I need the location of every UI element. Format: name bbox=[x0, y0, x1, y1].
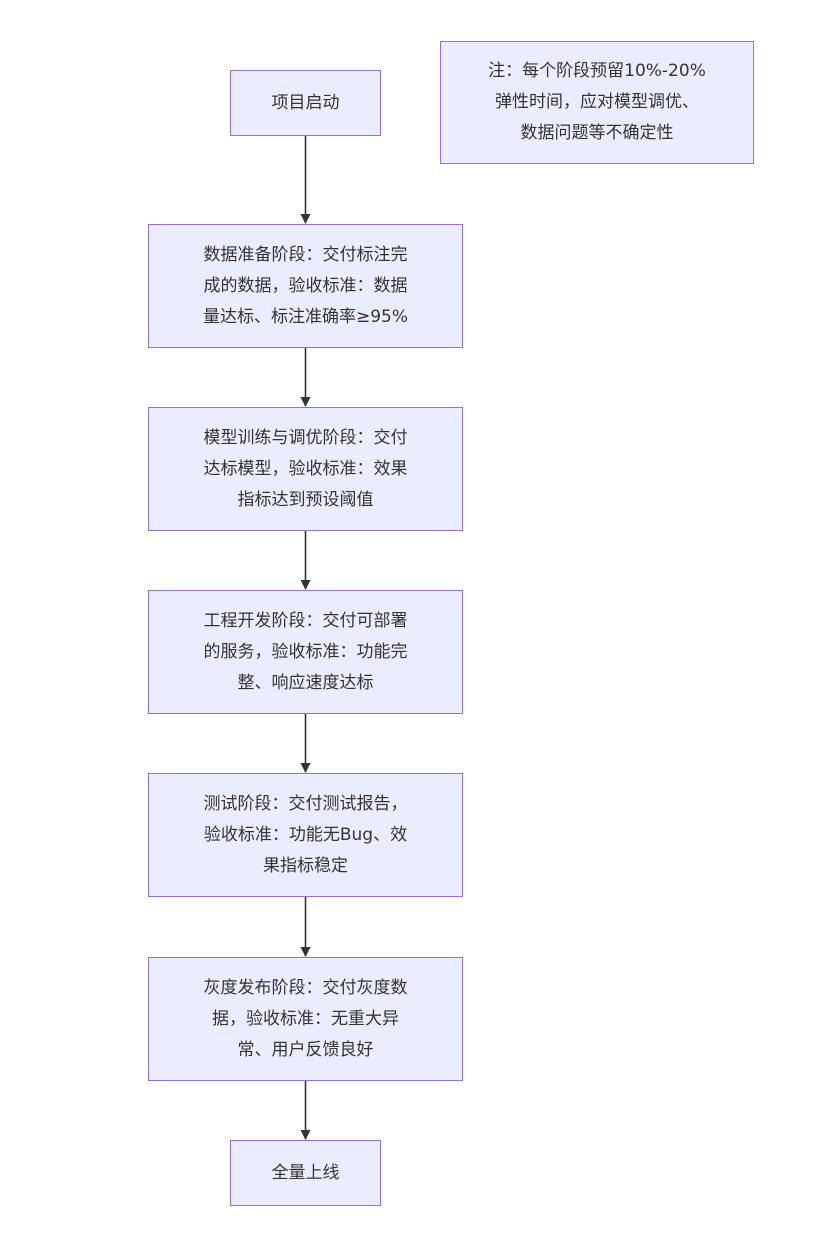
node-text-line: 灰度发布阶段：交付灰度数 bbox=[203, 977, 408, 998]
node-engineering-development: 工程开发阶段：交付可部署 的服务，验收标准：功能完 整、响应速度达标 bbox=[148, 590, 463, 714]
node-text-line: 整、响应速度达标 bbox=[237, 672, 374, 693]
node-testing: 测试阶段：交付测试报告， 验收标准：功能无Bug、效 果指标稳定 bbox=[148, 773, 463, 897]
node-text-line: 据，验收标准：无重大异 bbox=[212, 1008, 399, 1029]
node-full-launch: 全量上线 bbox=[230, 1140, 381, 1206]
node-text-line: 的服务，验收标准：功能完 bbox=[203, 641, 408, 662]
node-text-line: 验收标准：功能无Bug、效 bbox=[203, 824, 408, 845]
node-text-line: 量达标、标注准确率≥95% bbox=[202, 306, 409, 327]
note-box: 注：每个阶段预留10%-20% 弹性时间，应对模型调优、 数据问题等不确定性 bbox=[440, 41, 754, 164]
node-text-line: 指标达到预设阈值 bbox=[237, 489, 374, 510]
node-text-line: 测试阶段：交付测试报告， bbox=[203, 793, 408, 814]
node-project-start: 项目启动 bbox=[230, 70, 381, 136]
node-data-preparation: 数据准备阶段：交付标注完 成的数据，验收标准：数据 量达标、标注准确率≥95% bbox=[148, 224, 463, 348]
node-gray-release: 灰度发布阶段：交付灰度数 据，验收标准：无重大异 常、用户反馈良好 bbox=[148, 957, 463, 1081]
node-text-line: 达标模型，验收标准：效果 bbox=[203, 458, 408, 479]
node-text-line: 果指标稳定 bbox=[263, 855, 348, 876]
node-text-line: 成的数据，验收标准：数据 bbox=[203, 275, 408, 296]
node-project-start-label: 项目启动 bbox=[271, 92, 340, 113]
node-text-line: 工程开发阶段：交付可部署 bbox=[203, 610, 408, 631]
node-text-line: 模型训练与调优阶段：交付 bbox=[203, 427, 408, 448]
node-text-line: 数据准备阶段：交付标注完 bbox=[203, 244, 408, 265]
node-text-line: 常、用户反馈良好 bbox=[237, 1039, 374, 1060]
note-text-line: 注：每个阶段预留10%-20% bbox=[488, 61, 706, 81]
note-text-line: 数据问题等不确定性 bbox=[520, 123, 674, 143]
node-full-launch-label: 全量上线 bbox=[271, 1162, 340, 1183]
note-text-line: 弹性时间，应对模型调优、 bbox=[495, 92, 699, 112]
node-model-training: 模型训练与调优阶段：交付 达标模型，验收标准：效果 指标达到预设阈值 bbox=[148, 407, 463, 531]
